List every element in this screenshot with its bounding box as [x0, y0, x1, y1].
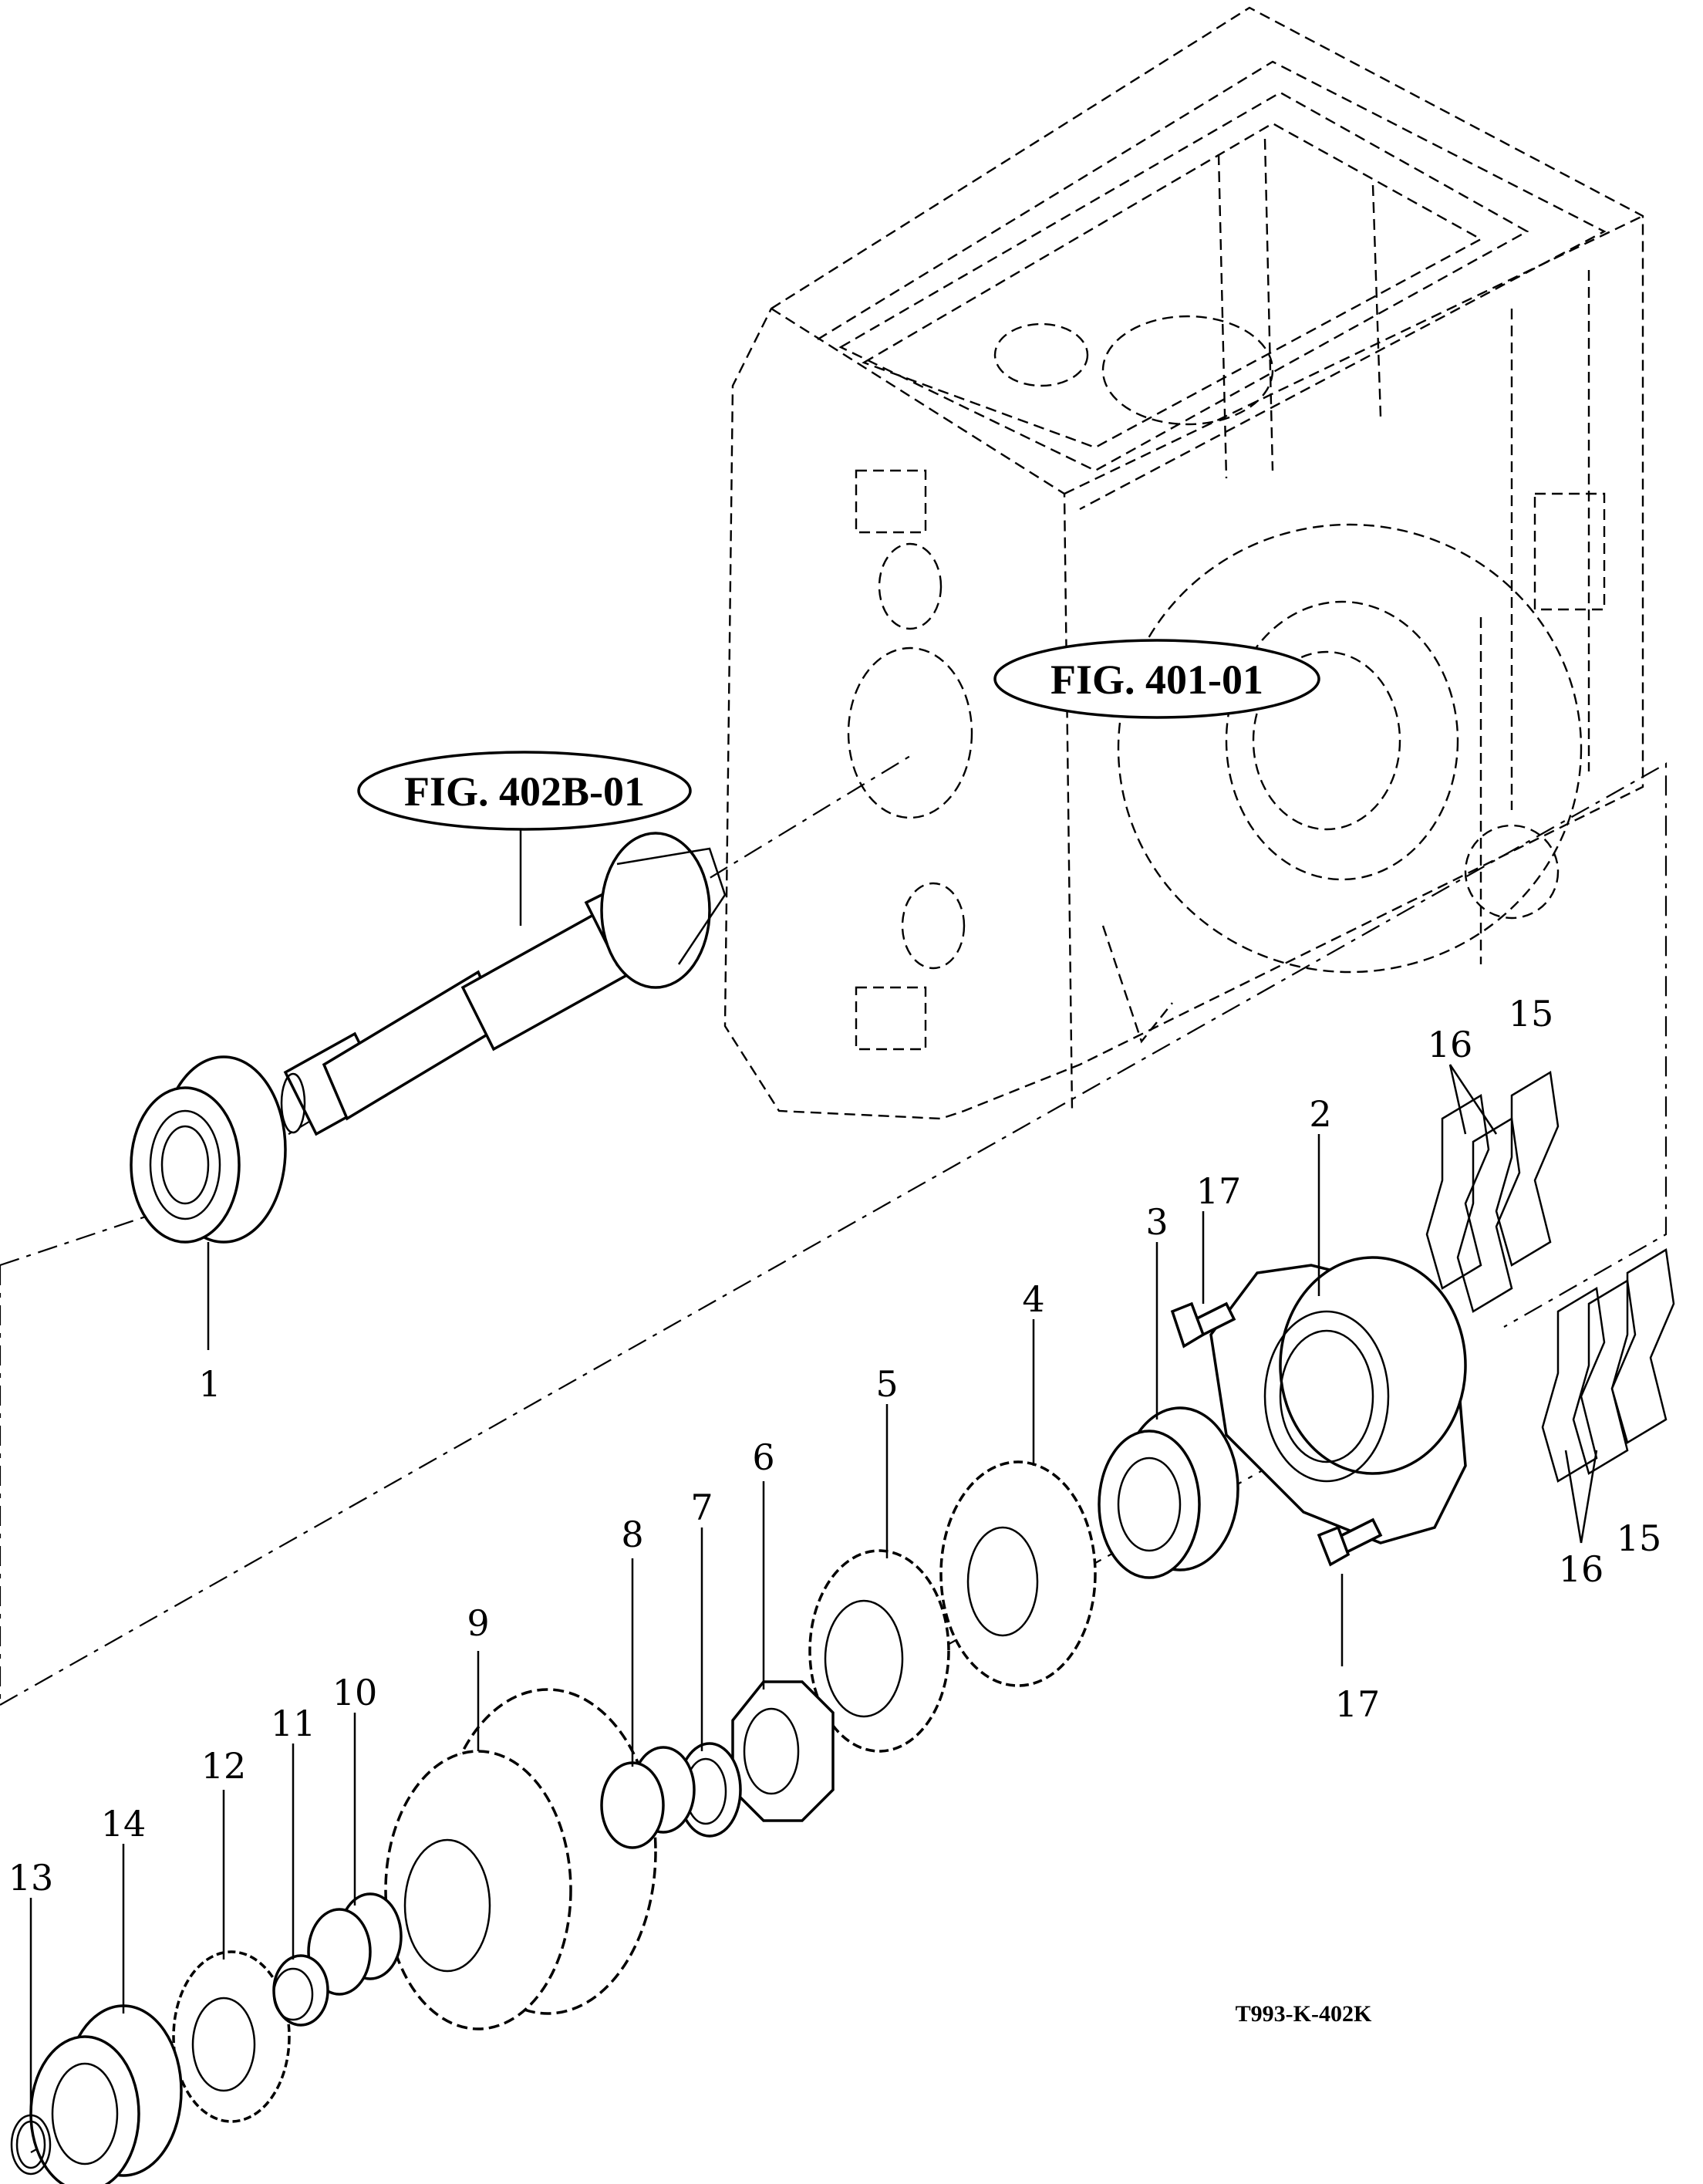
callout-part-6: 6 — [752, 1436, 774, 1478]
bearing-housing-part-2 — [1209, 1256, 1467, 1544]
callout-part-11: 11 — [271, 1703, 316, 1744]
figure-ref-402b-01-label: FIG. 402B-01 — [404, 768, 645, 815]
bolt-part-17-lower — [1317, 1517, 1383, 1567]
callout-part-12: 12 — [201, 1745, 247, 1787]
callout-part-17-upper: 17 — [1196, 1170, 1242, 1212]
callout-part-17-lower: 17 — [1335, 1683, 1381, 1725]
callout-part-4: 4 — [1022, 1278, 1044, 1320]
callout-part-5: 5 — [875, 1363, 898, 1405]
bolt-part-17-upper — [1170, 1301, 1236, 1349]
needle-bearing-part-8 — [600, 1746, 696, 1849]
snap-ring-part-13 — [10, 2114, 52, 2176]
gear-part-12 — [172, 1950, 291, 2123]
drawing-code: T993-K-402K — [1236, 2001, 1372, 2027]
bearing-part-1 — [130, 1055, 287, 1244]
gear-part-9 — [384, 1688, 657, 2030]
transmission-case — [723, 6, 1644, 1120]
callout-part-10: 10 — [332, 1672, 378, 1713]
shims-lower-parts-15-16 — [1541, 1247, 1675, 1483]
callout-part-1: 1 — [198, 1363, 221, 1405]
callout-part-7: 7 — [690, 1487, 713, 1528]
sleeve-part-11 — [272, 1954, 329, 2027]
shims-upper-parts-15-16 — [1425, 1070, 1560, 1313]
callout-part-13: 13 — [8, 1857, 54, 1899]
callout-part-9: 9 — [467, 1602, 489, 1644]
callout-part-8: 8 — [621, 1514, 643, 1555]
nut-part-6 — [731, 1680, 835, 1822]
gear-part-4 — [939, 1460, 1097, 1687]
callout-numbers: 1 2 3 4 5 6 7 8 9 10 11 12 13 14 15 15 1… — [8, 993, 1662, 1899]
leader-lines — [29, 677, 1598, 2114]
figure-ref-401-01-label: FIG. 401-01 — [1050, 657, 1263, 703]
callout-part-14: 14 — [101, 1803, 147, 1845]
bearing-part-3 — [1098, 1406, 1239, 1579]
figure-ref-402b-01: FIG. 402B-01 — [357, 751, 692, 831]
figure-ref-401-01: FIG. 401-01 — [993, 639, 1320, 719]
pinion-shaft — [280, 832, 727, 1136]
callout-part-16-lower: 16 — [1559, 1548, 1604, 1590]
callout-part-15-upper: 15 — [1509, 993, 1554, 1035]
gear-part-5 — [808, 1549, 950, 1753]
callout-part-3: 3 — [1145, 1201, 1168, 1243]
callout-part-2: 2 — [1309, 1093, 1331, 1135]
callout-part-16-upper: 16 — [1428, 1024, 1473, 1065]
callout-part-15-lower: 15 — [1617, 1517, 1662, 1559]
coupler-part-14 — [29, 2004, 183, 2184]
